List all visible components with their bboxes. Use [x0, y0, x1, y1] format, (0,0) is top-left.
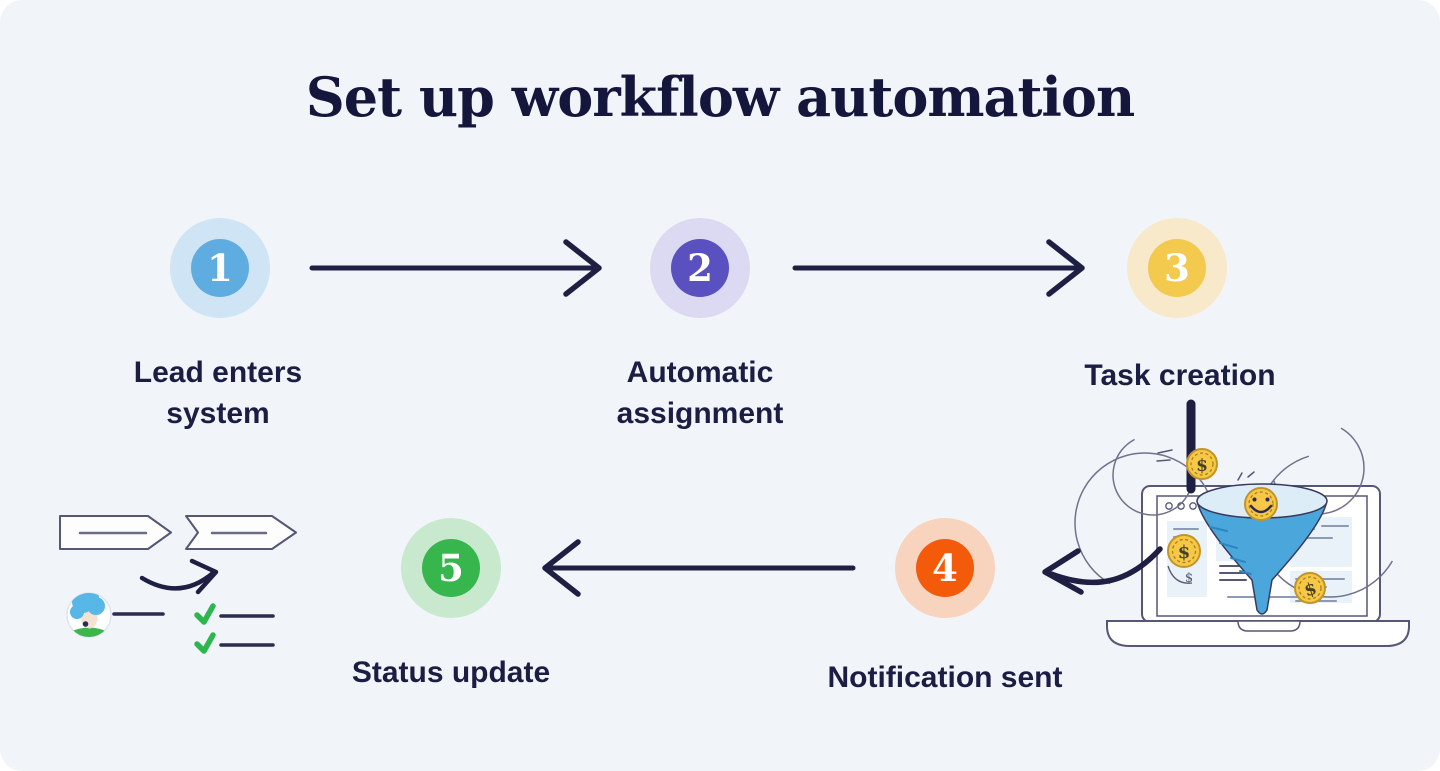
task-creation-illustration: $ $ $ $	[1074, 399, 1410, 647]
step-core: 5	[422, 539, 480, 597]
svg-text:$: $	[1178, 542, 1191, 563]
step-core: 1	[191, 239, 249, 297]
checkmark-icon	[194, 603, 216, 625]
step-circle-2: 2	[650, 218, 750, 318]
step-number: 4	[932, 546, 958, 590]
step-core: 2	[671, 239, 729, 297]
step-circle-1: 1	[170, 218, 270, 318]
smiley-coin-icon	[1244, 487, 1278, 521]
step-circle-5: 5	[401, 518, 501, 618]
svg-text:$: $	[1302, 579, 1319, 602]
curved-arrow-icon	[139, 558, 219, 595]
page-title: Set up workflow automation	[305, 65, 1135, 129]
dollar-coin-icon: $	[1294, 572, 1326, 604]
step-number: 5	[438, 546, 464, 590]
svg-text:$: $	[1185, 571, 1193, 586]
step-label-1: Lead enters system	[133, 356, 303, 430]
dollar-coin-icon: $	[1156, 448, 1218, 480]
arrow-step1-to-step2	[309, 239, 602, 297]
step-label-4: Notification sent	[827, 661, 1063, 694]
status-update-illustration	[59, 515, 297, 654]
step-number: 2	[687, 246, 713, 290]
step-core: 4	[916, 539, 974, 597]
step-circle-3: 3	[1127, 218, 1227, 318]
step-label-3: Task creation	[1084, 359, 1276, 392]
dollar-coin-icon: $ $	[1167, 534, 1201, 586]
step-number: 3	[1164, 246, 1190, 290]
avatar-icon	[66, 592, 112, 638]
step-label-5: Status update	[351, 656, 551, 689]
checkmark-icon	[194, 632, 216, 654]
step-label-2: Automatic assignment	[616, 356, 784, 430]
step-core: 3	[1148, 239, 1206, 297]
step-circle-4: 4	[895, 518, 995, 618]
arrow-illustration-to-step4	[1042, 546, 1163, 595]
arrow-step4-to-step5	[542, 539, 856, 597]
step-number: 1	[207, 246, 233, 290]
svg-text:$: $	[1196, 456, 1208, 476]
arrow-step2-to-step3	[792, 239, 1085, 297]
